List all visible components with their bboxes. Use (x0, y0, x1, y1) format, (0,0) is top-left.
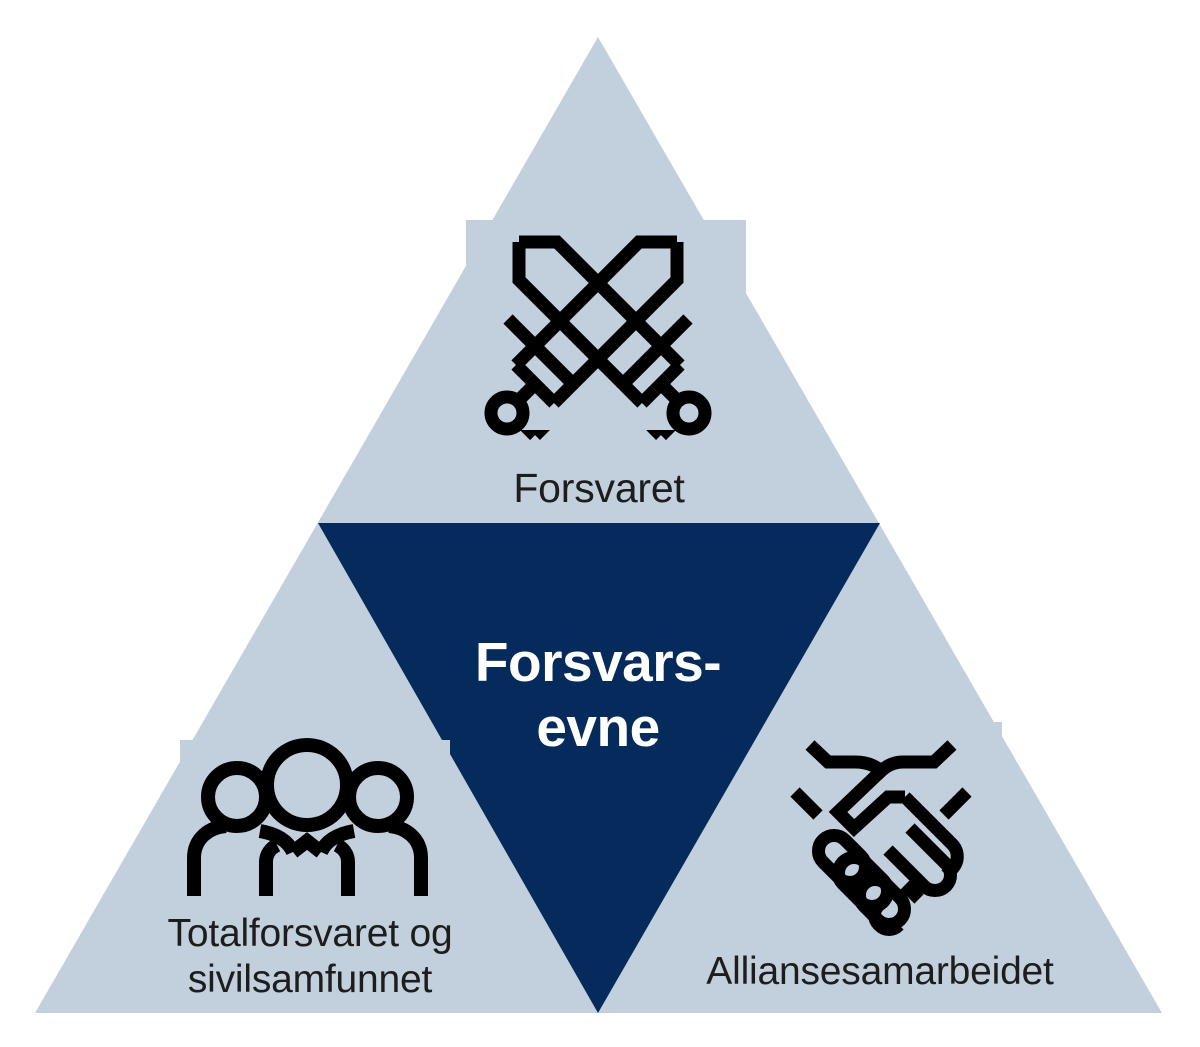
segment-label-alliansesamarbeidet: Alliansesamarbeidet (706, 950, 1054, 993)
inner-triangle-shape (318, 523, 880, 1013)
segment-label-forsvaret: Forsvaret (513, 465, 685, 511)
segment-label-totalforsvaret: Totalforsvaret og sivilsamfunnet (167, 912, 453, 1001)
center-label-forsvarsevne: Forsvars- evne (474, 631, 722, 758)
